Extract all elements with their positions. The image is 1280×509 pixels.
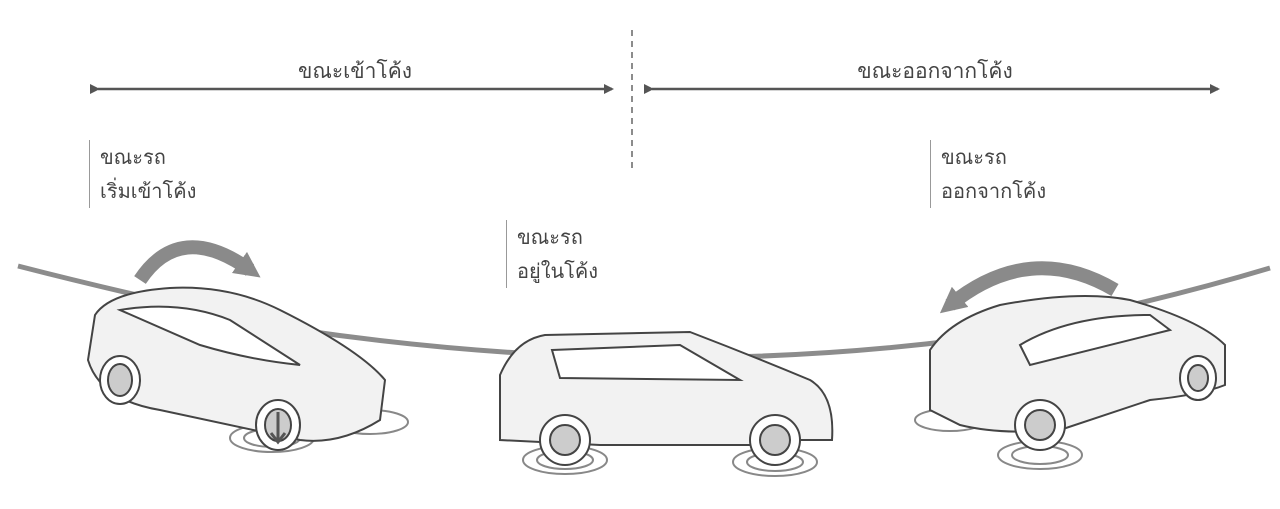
note-line: ขณะรถ <box>941 145 1007 169</box>
phase-label-entering: ขณะเข้าโค้ง <box>297 59 413 83</box>
note-in-corner: ขณะรถ อยู่ในโค้ง <box>506 220 598 288</box>
note-entering: ขณะรถ เริ่มเข้าโค้ง <box>89 140 196 208</box>
note-line: ออกจากโค้ง <box>941 179 1047 203</box>
note-exiting: ขณะรถ ออกจากโค้ง <box>930 140 1046 208</box>
car-entering-icon <box>86 286 409 453</box>
note-line: อยู่ในโค้ง <box>517 259 599 283</box>
roll-arrow-icon <box>939 261 1119 314</box>
car-exiting-icon <box>914 295 1226 470</box>
note-line: เริ่มเข้าโค้ง <box>100 179 197 203</box>
note-line: ขณะรถ <box>100 145 166 169</box>
phase-label-exiting: ขณะออกจากโค้ง <box>857 59 1013 83</box>
car-in-corner-icon <box>499 330 834 477</box>
note-line: ขณะรถ <box>517 225 583 249</box>
roll-arrow-icon <box>134 240 261 285</box>
